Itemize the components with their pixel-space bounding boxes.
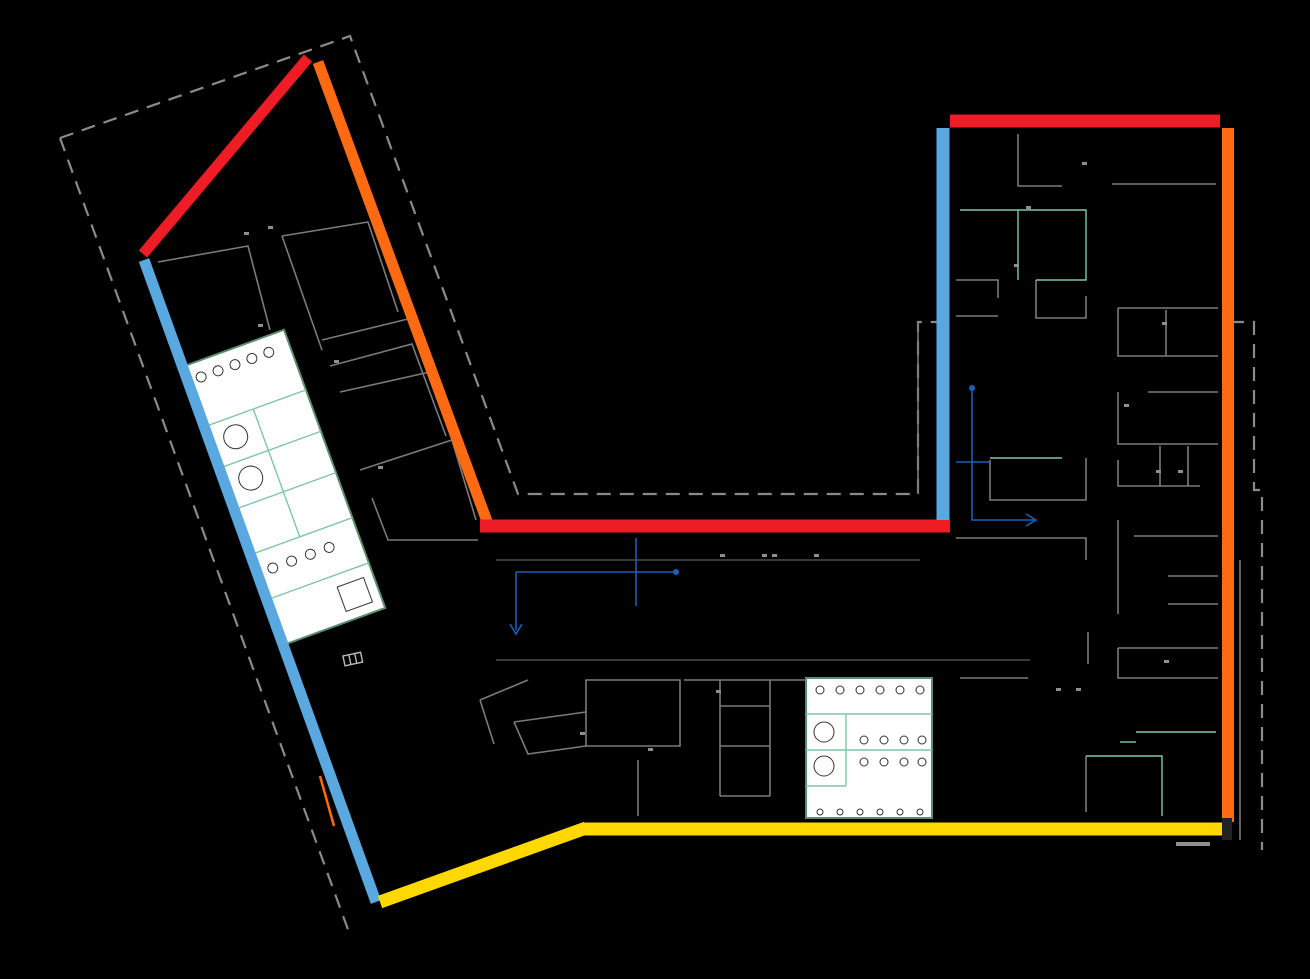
stair-symbol: [342, 651, 364, 667]
property-boundary: [58, 34, 1264, 936]
facade-south-angled: [377, 821, 589, 909]
wall-ends: [1222, 818, 1232, 840]
facade-west-wing-east: [312, 60, 494, 526]
room-tags: [244, 162, 1210, 846]
facade-west-wing-north: [138, 54, 313, 258]
facade-west-wing-west: [138, 258, 382, 904]
restroom-block-south: [805, 677, 933, 819]
east-wing-green-rooms: [960, 209, 1216, 816]
circulation-arrows: [509, 385, 1038, 636]
restroom-block-west: [177, 328, 387, 648]
east-wing-rooms: [917, 134, 1241, 840]
restroom-fixtures-west: [195, 346, 374, 613]
facade-walls: [138, 54, 1234, 909]
west-wing-rooms: [157, 221, 478, 541]
orange-marker: [318, 775, 336, 827]
central-rooms: [479, 559, 1030, 816]
